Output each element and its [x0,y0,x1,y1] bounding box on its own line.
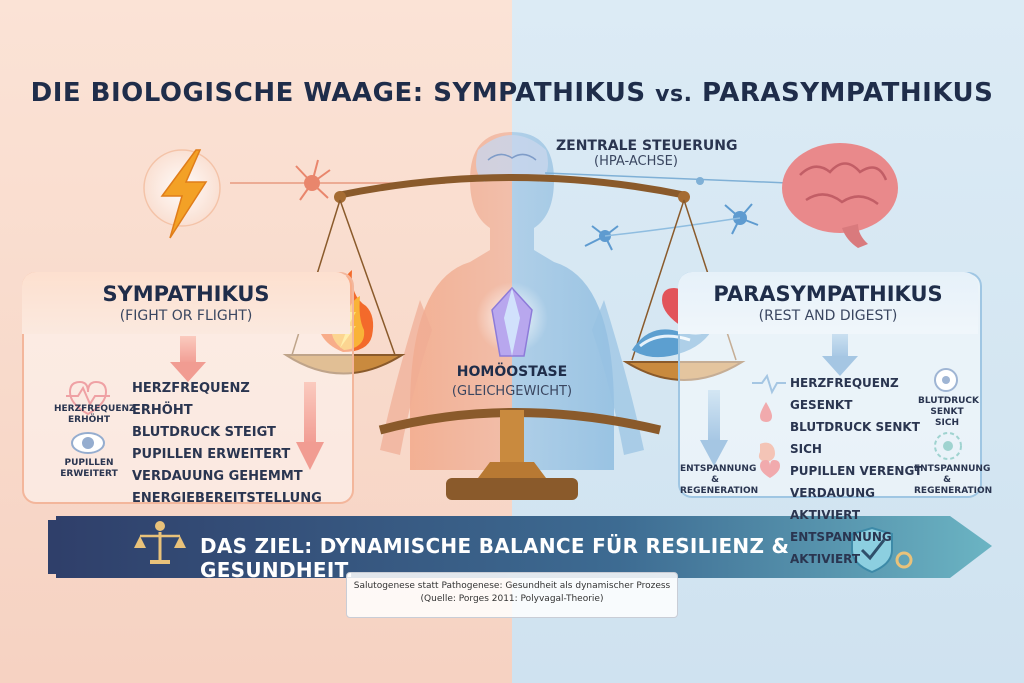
down-arrow-left-icon [170,336,206,382]
list-item: ENTSPANNUNG AKTIVIERT [790,530,892,566]
title-end: PARASYMPATHIKUS [702,78,994,108]
scale-person-icon [134,521,186,564]
homeostasis-title: HOMÖOSTASE [456,364,568,380]
long-down-arrow-left-icon [296,382,324,470]
title-vs: vs. [655,82,693,107]
parasympathikus-heading: PARASYMPATHIKUS [713,282,943,306]
source-box: Salutogenese statt Pathogenese: Gesundhe… [346,572,678,618]
heart-rate-caption: HERZFREQUENZ ERHÖHT [54,404,136,425]
crystal-icon [476,282,548,357]
sympathikus-subheading: (FIGHT OR FLIGHT) [119,308,253,324]
central-steering-label: ZENTRALE STEUERUNG (HPA-ACHSE) [556,138,766,169]
central-line2: (HPA-ACHSE) [594,154,678,169]
list-item: HERZFREQUENZ GESENKT [790,376,899,412]
list-item: VERDAUUNG GEHEMMT [132,469,303,484]
pupil-caption: PUPILLEN ERWEITERT [60,458,118,479]
central-line1: ZENTRALE STEUERUNG [556,138,738,154]
lightning-icon [142,148,222,239]
goal-banner-text: DAS ZIEL: DYNAMISCHE BALANCE FÜR RESILIE… [200,534,790,582]
regeneration-caption-right: ENTSPANNUNG & REGENERATION [914,464,993,496]
shield-check-icon [851,526,913,574]
connector-line-right [544,172,789,184]
source-line2: (Quelle: Porges 2011: Polyvagal-Theorie) [420,594,604,604]
source-line1: Salutogenese statt Pathogenese: Gesundhe… [353,581,671,591]
list-item: PUPILLEN ERWEITERT [132,447,291,462]
title-main: DIE BIOLOGISCHE WAAGE: SYMPATHIKUS [30,78,646,108]
list-item: PUPILLEN VERENGT [790,464,923,478]
sympathikus-heading: SYMPATHIKUS [102,282,270,306]
list-item: BLUTDRUCK SENKT SICH [790,420,920,456]
homeostasis-subtitle: (GLEICHGEWICHT) [451,384,573,399]
sympathikus-effects-list: HERZFREQUENZ ERHÖHT BLUTDRUCK STEIGT PUP… [132,378,322,510]
list-item: HERZFREQUENZ ERHÖHT [132,381,250,418]
list-item: BLUTDRUCK STEIGT [132,425,276,440]
eye-icon [71,432,105,454]
sympathikus-panel-header [22,272,350,334]
list-item: VERDAUUNG AKTIVIERT [790,486,875,522]
brain-icon [782,143,898,248]
balance-scale [282,174,746,500]
list-item: ENERGIEBEREITSTELLUNG [132,491,322,506]
goal-banner [48,516,992,578]
neuron-right-icon [584,203,759,251]
parasympathikus-effects-list: HERZFREQUENZ GESENKT BLUTDRUCK SENKT SIC… [790,372,940,570]
regeneration-caption-left: ENTSPANNUNG & REGENERATION [680,464,759,496]
parasympathikus-subheading: (REST AND DIGEST) [758,308,898,324]
blood-pressure-caption: BLUTDRUCK SENKT SICH [918,396,980,428]
parasympathikus-panel-header [678,272,978,334]
heart-rate-icon [66,380,110,416]
page-title: DIE BIOLOGISCHE WAAGE: SYMPATHIKUS vs. P… [0,78,1024,108]
